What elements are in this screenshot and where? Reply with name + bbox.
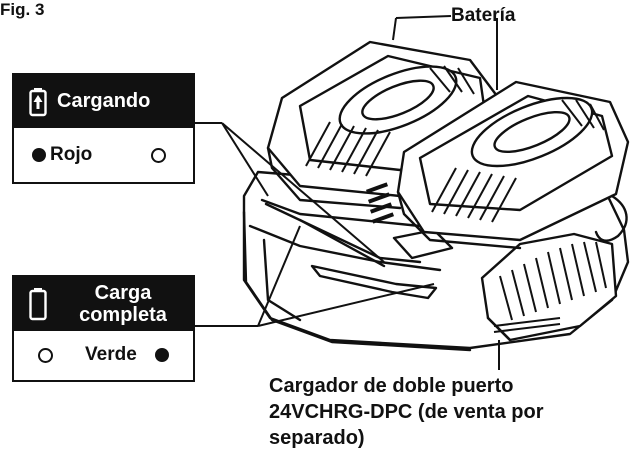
full-charge-status-box: Carga completa Verde — [12, 275, 195, 382]
charging-indicator-row: Rojo — [14, 128, 193, 182]
charging-header: Cargando — [14, 75, 193, 128]
charger-caption-line2: 24VCHRG-DPC (de venta por — [269, 401, 544, 423]
full-charge-indicator-row: Verde — [14, 331, 193, 380]
charging-status-box: Cargando Rojo — [12, 73, 195, 184]
full-charge-header-line2: completa — [79, 304, 167, 326]
charging-header-text: Cargando — [57, 90, 151, 112]
charger-caption-line1: Cargador de doble puerto — [269, 375, 514, 397]
battery-label: Batería — [451, 5, 516, 26]
green-led-icon — [155, 348, 169, 362]
charger-caption: Cargador de doble puerto 24VCHRG-DPC (de… — [269, 373, 629, 451]
battery-charging-icon — [29, 87, 47, 116]
charger-caption-line3: separado) — [269, 427, 365, 449]
full-charge-header-text: Carga completa — [53, 282, 193, 326]
red-led-icon — [32, 148, 46, 162]
green-led-off-icon — [151, 148, 166, 163]
battery-empty-icon — [29, 288, 47, 321]
charging-status-text: Rojo — [50, 144, 93, 165]
full-charge-header-line1: Carga — [94, 282, 152, 304]
figure-label: Fig. 3 — [0, 0, 45, 19]
red-led-off-icon — [38, 348, 53, 363]
full-charge-header: Carga completa — [14, 277, 193, 331]
full-charge-status-text: Verde — [85, 344, 137, 365]
